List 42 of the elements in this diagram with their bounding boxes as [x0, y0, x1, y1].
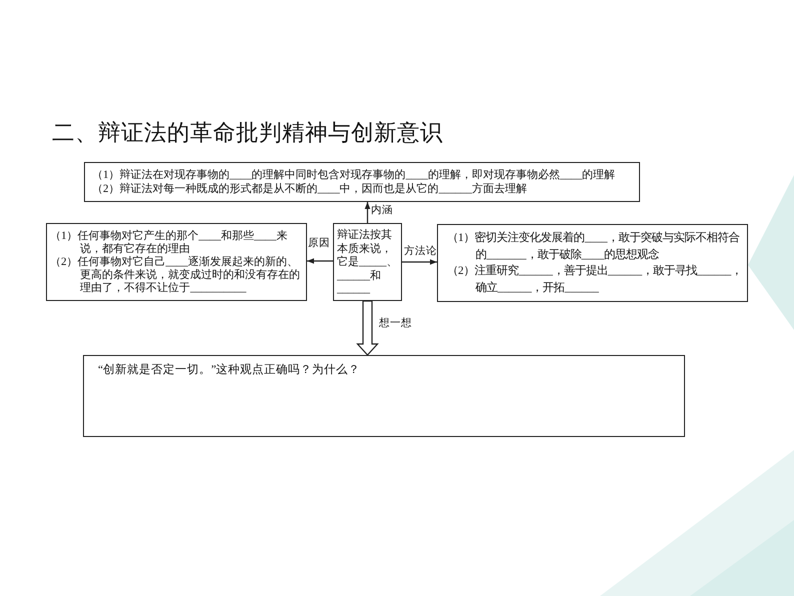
text-box	[46, 223, 307, 301]
fill-in-line: ____	[230, 169, 252, 181]
fill-in-line: _____	[359, 256, 386, 268]
fill-in-line: ____	[581, 248, 604, 260]
fill-in-line: ______	[337, 270, 370, 282]
statement-text: 辩证法按其本质来说，它是_____、______和______	[337, 229, 398, 296]
fill-in-line: ____	[166, 256, 188, 268]
fill-in-line: ____	[584, 232, 608, 244]
text-box	[333, 223, 402, 301]
fill-in-line: ____	[560, 169, 582, 181]
fill-in-line: ____	[198, 230, 221, 242]
fill-in-line: ______	[697, 265, 732, 277]
edge-label: 想一想	[379, 318, 412, 330]
edge-label: 方法论	[404, 246, 437, 258]
fill-in-line: ______	[564, 282, 599, 294]
edge-label: 内涵	[371, 205, 393, 217]
fill-in-line: __________	[190, 282, 246, 294]
fill-in-line: ____	[318, 183, 340, 196]
fill-in-line: ______	[608, 265, 642, 277]
list-item-text: （2）辩证法对每一种既成的形式都是从不断的____中，因而也是从它的______方面去理解	[92, 182, 528, 197]
fill-in-line: ____	[406, 169, 428, 181]
fill-in-line: ______	[518, 265, 553, 277]
fill-in-line: ______	[498, 282, 532, 294]
list-item-text: （1）辩证法在对现存事物的____的理解中同时包含对现存事物的____的理解，即对现存事物必然____的理解	[92, 168, 616, 182]
fill-in-line: ______	[337, 283, 370, 295]
edge-label: 原因	[308, 238, 330, 250]
question-text: “创新就是否定一切。”这种观点正确吗？为什么？	[98, 362, 362, 378]
block-arrow	[356, 300, 379, 356]
fill-in-line: _______	[486, 248, 526, 260]
arrow	[364, 202, 370, 223]
list-item-text: （1）密切关注变化发展着的____，敢于突破与实际不相符合的_______，敢于破除____的思想观念	[447, 230, 740, 262]
fill-in-line: ____	[254, 230, 276, 242]
list-item-text: （2）任何事物对它自己____逐渐发展起来的新的、更高的条件来说，就变成过时的和没有存在的理由了，不得不让位于__________	[50, 256, 302, 295]
text-box	[437, 224, 748, 302]
answer-box	[83, 355, 685, 437]
fill-in-line: ______	[438, 183, 472, 196]
list-item-text: （2）注重研究______，善于提出______，敢于寻找______，确立______，开拓______	[447, 263, 743, 296]
slide-title: 二、辩证法的革命批判精神与创新意识	[52, 119, 443, 147]
list-item-text: （1）任何事物对它产生的那个____和那些____来说，都有它存在的理由	[50, 230, 288, 256]
arrow	[402, 259, 437, 265]
arrow	[307, 258, 333, 264]
text-box	[84, 162, 640, 202]
